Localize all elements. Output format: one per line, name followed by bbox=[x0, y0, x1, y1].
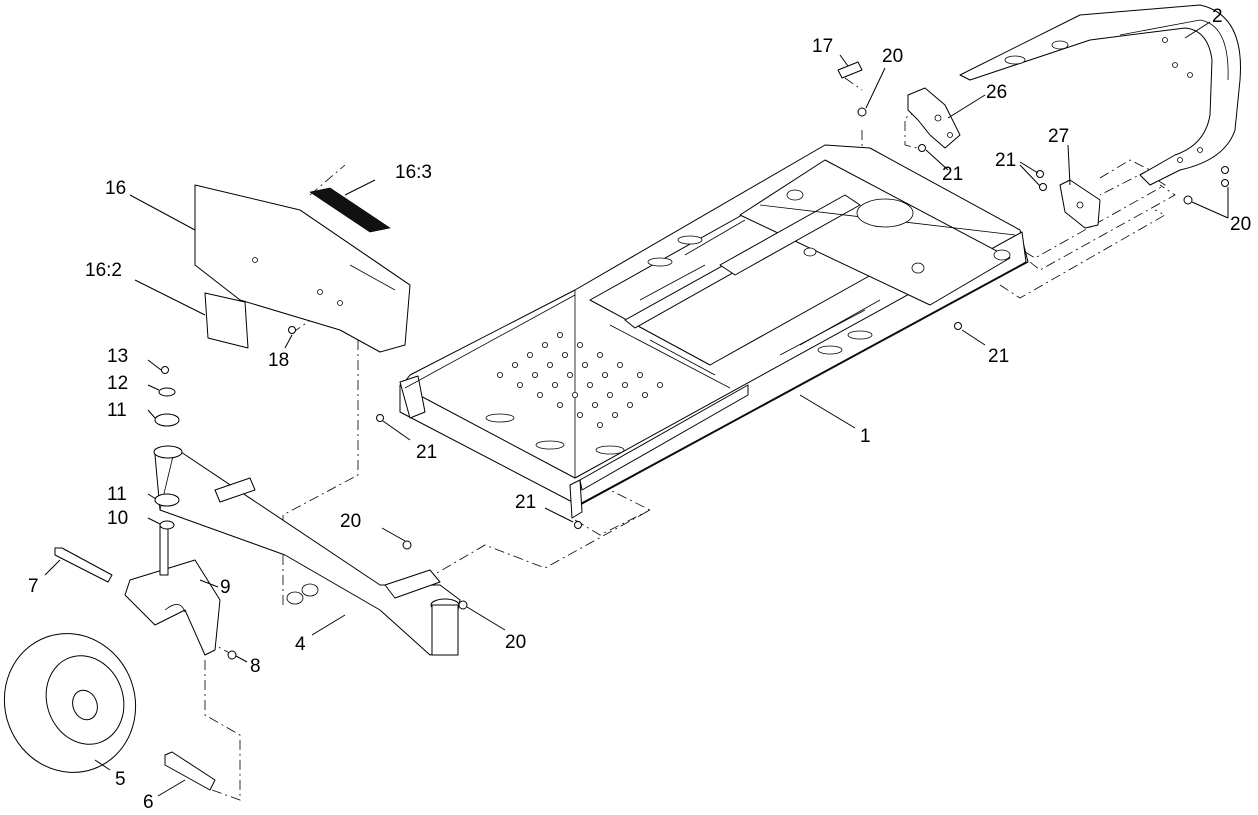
wheel bbox=[3, 633, 137, 773]
seal-10 bbox=[159, 520, 175, 530]
callout-10: 10 bbox=[107, 508, 128, 529]
callout-20: 20 bbox=[882, 46, 903, 67]
small-parts bbox=[54, 61, 1229, 791]
bracket-26 bbox=[907, 87, 961, 149]
assembly-lines bbox=[204, 77, 1176, 801]
callout-11: 11 bbox=[107, 400, 127, 421]
leader-lines bbox=[44, 21, 1229, 797]
callout-20: 20 bbox=[1230, 214, 1251, 235]
decal-16-2 bbox=[204, 292, 249, 349]
callout-16-2: 16:2 bbox=[85, 260, 122, 281]
callout-9: 9 bbox=[220, 577, 231, 598]
callout-20: 20 bbox=[505, 632, 526, 653]
bearing-11a bbox=[154, 413, 180, 427]
callout-7: 7 bbox=[28, 576, 39, 597]
callout-21: 21 bbox=[416, 442, 437, 463]
main-frame bbox=[399, 144, 1029, 519]
callout-2: 2 bbox=[1212, 6, 1223, 27]
frame-holes bbox=[485, 189, 1011, 455]
decal-16-3 bbox=[309, 187, 391, 233]
axle-bolt-7 bbox=[54, 547, 113, 583]
callout-27: 27 bbox=[1048, 126, 1069, 147]
decal-17 bbox=[837, 61, 863, 79]
callout-5: 5 bbox=[115, 769, 126, 790]
frame-perforations bbox=[496, 331, 664, 428]
callout-labels: 2 17 20 26 21 21 27 20 16 16:3 16:2 18 2… bbox=[28, 6, 1251, 813]
callout-1: 1 bbox=[860, 426, 871, 447]
bushing-8 bbox=[227, 650, 237, 660]
seat-panel bbox=[194, 184, 411, 353]
bearing-11b bbox=[154, 493, 180, 507]
bolt-18 bbox=[288, 326, 296, 334]
callout-18: 18 bbox=[268, 350, 289, 371]
callout-13: 13 bbox=[107, 346, 128, 367]
callout-21: 21 bbox=[515, 492, 536, 513]
callout-17: 17 bbox=[812, 36, 833, 57]
caster-fork bbox=[124, 524, 221, 656]
callout-12: 12 bbox=[107, 373, 128, 394]
callout-21: 21 bbox=[942, 164, 963, 185]
callout-8: 8 bbox=[250, 656, 261, 677]
callout-4: 4 bbox=[295, 634, 306, 655]
callout-11: 11 bbox=[107, 484, 127, 505]
bracket-27 bbox=[1059, 179, 1101, 229]
callout-20: 20 bbox=[340, 511, 361, 532]
callout-16-3: 16:3 bbox=[395, 162, 432, 183]
callout-26: 26 bbox=[986, 82, 1007, 103]
callout-16: 16 bbox=[105, 178, 126, 199]
front-axle bbox=[153, 445, 461, 656]
callout-6: 6 bbox=[143, 792, 154, 813]
spacer-6 bbox=[164, 751, 216, 791]
callout-21: 21 bbox=[995, 150, 1016, 171]
nut-13 bbox=[161, 366, 169, 374]
callout-21: 21 bbox=[988, 346, 1009, 367]
washer-12 bbox=[158, 387, 176, 397]
handle-bar bbox=[959, 4, 1241, 186]
